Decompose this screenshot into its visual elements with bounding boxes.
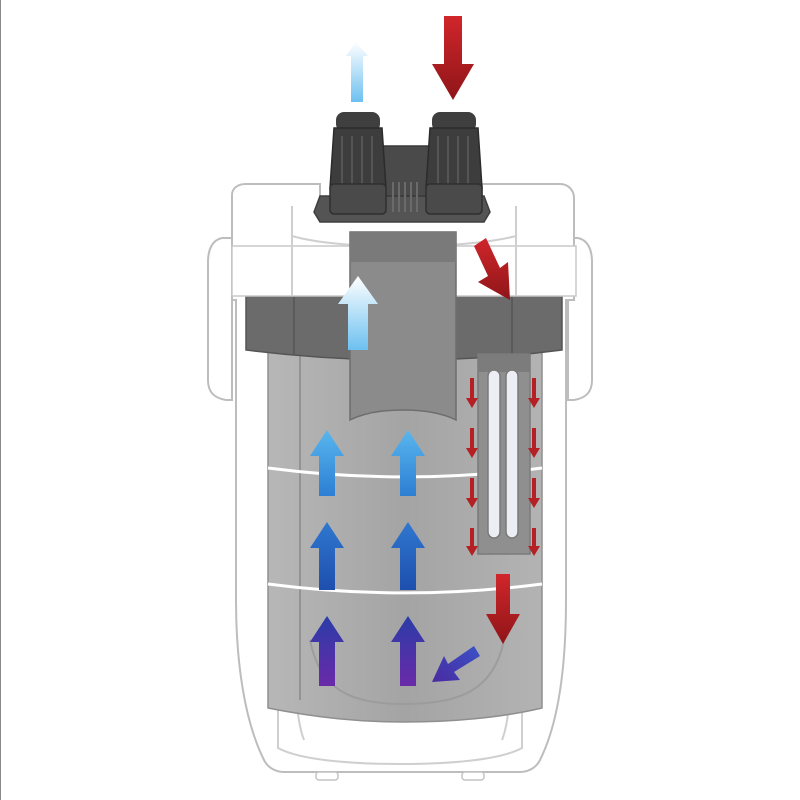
inlet-arrow-icon	[432, 16, 474, 100]
flow-down-arrow-icon	[466, 478, 478, 508]
flow-up-row-bottom	[310, 616, 425, 686]
flow-diagonal-arrow-icon	[432, 646, 480, 682]
flow-down-arrow-icon	[528, 428, 540, 458]
uv-lamp-icon	[477, 353, 531, 555]
flow-down-arrow-icon	[466, 528, 478, 556]
flow-up-arrow-icon	[310, 616, 344, 686]
outlet-arrow-icon	[346, 42, 368, 102]
outlet-arrow-icon	[338, 276, 378, 350]
flow-down-arrow-icon	[466, 428, 478, 458]
flow-up-arrow-icon	[391, 430, 425, 496]
flow-down-arrow-icon	[528, 378, 540, 408]
center-tube	[349, 231, 457, 422]
flow-down-arrows-left	[466, 378, 478, 556]
flow-up-arrow-icon	[391, 522, 425, 590]
flow-down-arrow-icon	[528, 478, 540, 508]
outlet-valve	[329, 112, 387, 215]
flow-up-row-top	[310, 430, 425, 496]
flow-up-arrow-icon	[310, 522, 344, 590]
flow-up-arrow-icon	[310, 430, 344, 496]
left-handle	[207, 237, 233, 401]
page-left-border	[0, 0, 1, 800]
flow-up-arrow-icon	[391, 616, 425, 686]
flow-up-row-middle	[310, 522, 425, 590]
flow-down-arrow-icon	[486, 574, 520, 644]
inlet-arrow-icon	[474, 238, 510, 300]
flow-down-arrows-right	[528, 378, 540, 556]
flow-down-arrow-icon	[528, 528, 540, 556]
flow-down-arrow-icon	[466, 378, 478, 408]
inlet-valve	[425, 112, 483, 215]
